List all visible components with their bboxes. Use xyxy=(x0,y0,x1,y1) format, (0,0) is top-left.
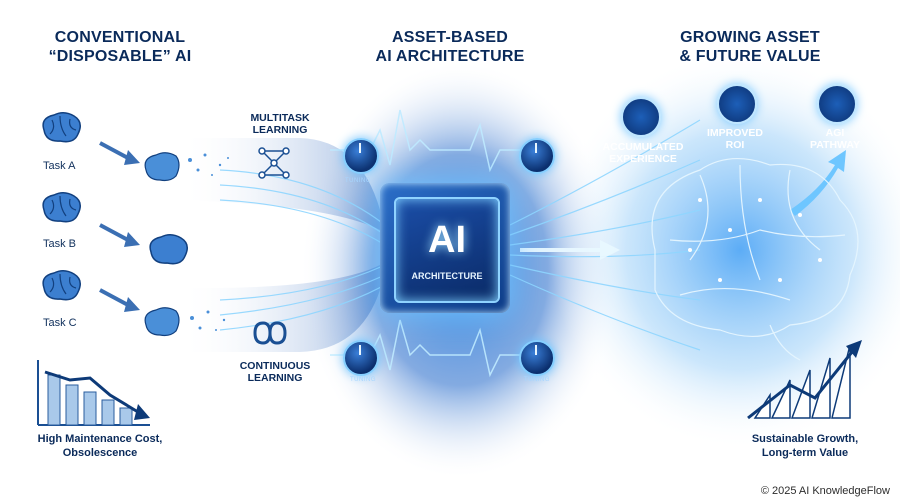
continuous-learning-label: CONTINUOUS LEARNING xyxy=(225,360,325,384)
right-brain-glow xyxy=(550,50,900,450)
task-arrow-c xyxy=(99,288,129,307)
task-label-b: Task B xyxy=(43,238,77,250)
tuning-knob xyxy=(343,340,379,376)
label-line: ROI xyxy=(725,139,745,151)
caption-line: High Maintenance Cost, xyxy=(37,433,163,445)
agi-pathway-label: AGI PATHWAY xyxy=(800,127,870,151)
heading-line: “DISPOSABLE” AI xyxy=(48,48,192,65)
growth-arrow xyxy=(747,351,854,420)
task-arrow-b xyxy=(99,223,129,242)
label-line: LEARNING xyxy=(252,124,308,136)
growth-chart-icon xyxy=(717,84,757,124)
heading-line: & FUTURE VALUE xyxy=(679,48,821,65)
tuning-label: TUNING xyxy=(350,377,376,383)
agi-arrow xyxy=(790,150,846,216)
copyright-notice: © 2025 AI KnowledgeFlow xyxy=(760,485,890,497)
task-arrow-b-head xyxy=(124,232,140,247)
task-arrow-a xyxy=(99,141,129,160)
heading-line: GROWING ASSET xyxy=(680,29,820,46)
brain-icon xyxy=(42,192,81,223)
label-line: LEARNING xyxy=(247,372,303,384)
heading-asset-based: ASSET-BASED AI ARCHITECTURE xyxy=(345,28,555,66)
chip-title: AI xyxy=(428,219,466,261)
heading-line: CONVENTIONAL xyxy=(54,29,186,46)
label-line: PATHWAY xyxy=(810,139,860,151)
dissolving-brain-icon xyxy=(144,307,180,337)
large-brain xyxy=(651,157,859,361)
tuning-knob xyxy=(519,138,555,174)
brain-icon xyxy=(149,234,188,265)
dissolving-brain-icon xyxy=(144,152,180,182)
bottom-left-caption: High Maintenance Cost, Obsolescence xyxy=(10,432,190,460)
output-arrow xyxy=(520,240,620,260)
task-arrow-c-head xyxy=(124,297,140,312)
chip-core: AI ARCHITECTURE xyxy=(394,197,500,303)
accumulated-experience-label: ACCUMULATED EXPERIENCE xyxy=(588,141,698,165)
tuning-knob xyxy=(519,340,555,376)
tuning-knob xyxy=(343,138,379,174)
atom-head-icon xyxy=(817,84,857,124)
tuning-label: TUNING xyxy=(524,377,550,383)
improved-roi-label: IMPROVED ROI xyxy=(700,127,770,151)
label-line: MULTITASK xyxy=(250,112,310,124)
network-icon xyxy=(258,147,290,179)
dissolve-particles xyxy=(188,153,229,331)
heading-line: ASSET-BASED xyxy=(392,29,508,46)
waveform-top xyxy=(330,109,540,173)
waveform-bottom xyxy=(330,319,540,378)
caption-line: Sustainable Growth, xyxy=(751,433,859,445)
growth-bars xyxy=(753,344,851,419)
declining-arrow xyxy=(44,370,139,414)
bottom-right-caption: Sustainable Growth, Long-term Value xyxy=(720,432,890,460)
declining-bars xyxy=(47,374,133,426)
tuning-label: TUNING xyxy=(345,178,371,184)
task-label-a: Task A xyxy=(43,160,76,172)
heading-conventional-ai: CONVENTIONAL “DISPOSABLE” AI xyxy=(20,28,220,66)
multitask-learning-label: MULTITASK LEARNING xyxy=(230,112,330,136)
label-line: AGI xyxy=(825,127,845,139)
infinity-icon xyxy=(253,321,287,345)
brain-icon xyxy=(42,112,81,143)
heading-growing-asset: GROWING ASSET & FUTURE VALUE xyxy=(650,28,850,66)
task-label-c: Task C xyxy=(43,317,77,329)
brain-icon xyxy=(42,270,81,301)
label-line: EXPERIENCE xyxy=(609,153,677,165)
label-line: ACCUMULATED xyxy=(602,141,684,153)
label-line: IMPROVED xyxy=(706,127,763,139)
label-line: CONTINUOUS xyxy=(239,360,311,372)
caption-line: Long-term Value xyxy=(761,447,849,459)
lower-input-band xyxy=(180,265,380,352)
ai-chip: AI ARCHITECTURE xyxy=(380,183,510,313)
task-arrow-a-head xyxy=(124,150,140,165)
brain-nodes xyxy=(688,198,822,282)
heading-line: AI ARCHITECTURE xyxy=(375,48,525,65)
caption-line: Obsolescence xyxy=(62,447,138,459)
chip-subtitle: ARCHITECTURE xyxy=(411,271,483,281)
network-globe-icon xyxy=(621,97,661,137)
